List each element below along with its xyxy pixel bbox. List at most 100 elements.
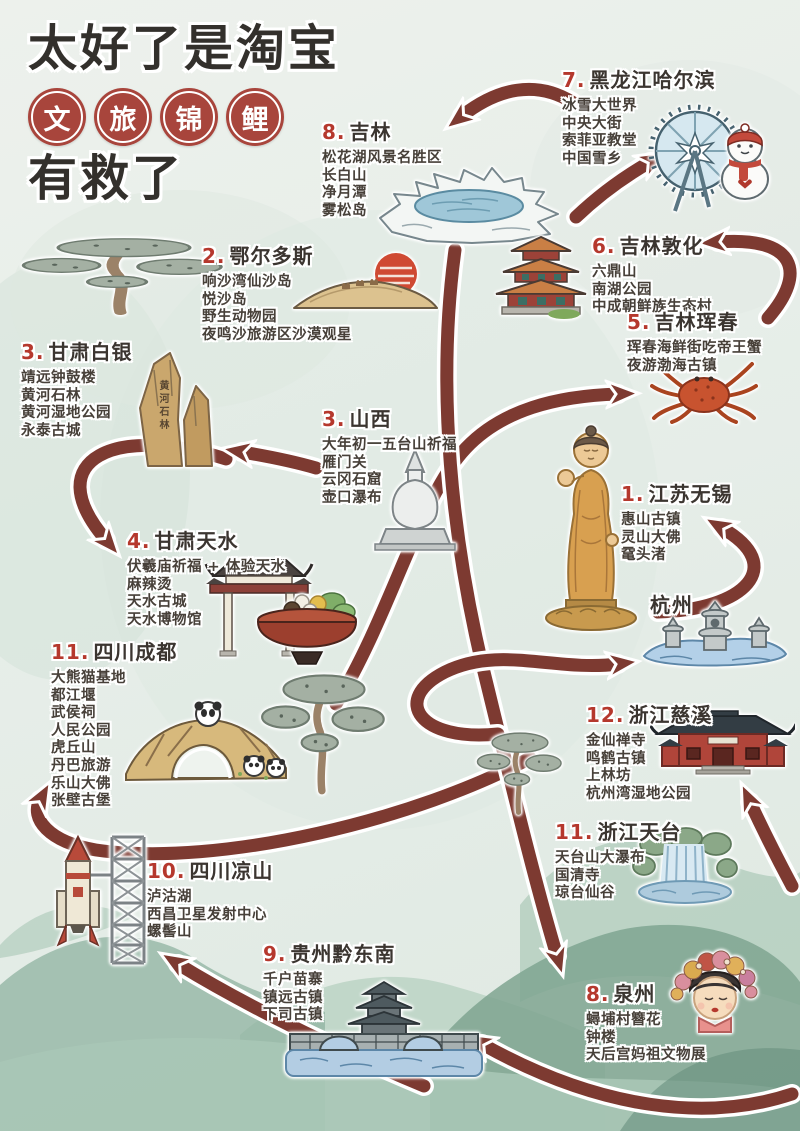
pine-tree-icon: [20, 234, 228, 316]
location-number: 10.: [147, 859, 186, 883]
location-name: 浙江慈溪: [628, 703, 713, 727]
location-title: 1.江苏无锡: [621, 478, 733, 507]
dunhua-temple-tower-icon: [495, 235, 587, 319]
poi: 中国雪乡: [562, 150, 622, 167]
poi: 中成朝鲜族生态村: [592, 299, 712, 316]
location-items: 响沙湾仙沙岛 悦沙岛 野生动物园 夜鸣沙旅游区沙漠观星: [202, 274, 352, 344]
poi: 天台山大瀑布: [555, 850, 645, 866]
poi: 人民公园: [51, 722, 111, 739]
desert-camels-sun-icon: [293, 253, 438, 309]
pine-tree-icon: [476, 726, 564, 818]
fengyu-bridge-icon: [285, 980, 483, 1077]
location-items: 伏羲庙祈福 + 体验天水 麻辣烫 天水古城 天水博物馆: [127, 559, 286, 629]
location-items: 天台山大瀑布 国清寺 琼台仙谷: [555, 850, 681, 903]
wutaishan-stupa-icon: [374, 447, 456, 551]
poi: 净月潭: [322, 185, 367, 202]
stamp-char: 文: [31, 91, 83, 143]
location-name: 黑龙江哈尔滨: [589, 68, 716, 92]
poi: 金仙禅寺: [586, 733, 646, 749]
poster-title-line1: 太好了是淘宝: [28, 20, 341, 77]
poi: 都江堰: [51, 687, 96, 704]
poi: 惠山古镇: [621, 512, 681, 528]
location-number: 9.: [263, 942, 287, 966]
poi: 千户苗寨: [263, 972, 323, 988]
arrow-dunhua-harbin: [566, 162, 650, 227]
tiantai-waterfall-icon: [632, 827, 738, 904]
location-tiantai: 11.浙江天台 天台山大瀑布 国清寺 琼台仙谷: [555, 816, 681, 903]
location-name: 四川凉山: [189, 859, 274, 883]
location-title: 7.黑龙江哈尔滨: [562, 64, 716, 93]
poi: 伏羲庙祈福 + 体验天水: [127, 559, 286, 575]
poi: 壶口瀑布: [322, 489, 382, 506]
poi: 虎丘山: [51, 740, 96, 757]
location-items: 大年初一五台山祈福 雁门关 云冈石窟 壶口瀑布: [322, 437, 457, 507]
location-title: 6.吉林敦化: [592, 230, 712, 259]
location-number: 11.: [51, 640, 90, 664]
location-items: 蟳埔村簪花 钟楼 天后宫妈祖文物展: [586, 1012, 706, 1065]
poi: 鸣鹤古镇: [586, 750, 646, 767]
location-qiandongnan: 9.贵州黔东南 千户苗寨 镇远古镇 下司古镇: [263, 938, 396, 1025]
location-ordos: 2.鄂尔多斯 响沙湾仙沙岛 悦沙岛 野生动物园 夜鸣沙旅游区沙漠观星: [202, 240, 352, 344]
location-title: 11.四川成都: [51, 636, 177, 665]
location-number: 11.: [555, 820, 594, 844]
poi: 乐山大佛: [51, 775, 111, 792]
title-stamps: 文 旅 锦 鲤: [28, 88, 284, 146]
lingshan-buddha-icon: [545, 425, 637, 631]
location-name: 吉林敦化: [619, 234, 704, 258]
poi: 天后宫妈祖文物展: [586, 1047, 706, 1064]
location-name: 吉林: [349, 120, 392, 144]
location-cixi: 12.浙江慈溪 金仙禅寺 鸣鹤古镇 上林坊 杭州湾湿地公园: [586, 699, 712, 803]
arrow-tiantai-cixi: [750, 802, 800, 896]
poi: 武侯祠: [51, 705, 96, 722]
location-shanxi: 3.山西 大年初一五台山祈福 雁门关 云冈石窟 壶口瀑布: [322, 403, 457, 507]
location-number: 8.: [586, 982, 610, 1006]
poi: 张壁古堡: [51, 793, 111, 810]
location-title: 3.山西: [322, 403, 457, 432]
location-title: 8.泉州: [586, 978, 706, 1007]
poi: 响沙湾仙沙岛: [202, 274, 292, 290]
location-title: 5.吉林珲春: [627, 306, 762, 335]
location-harbin: 7.黑龙江哈尔滨 冰雪大世界 中央大街 索菲亚教堂 中国雪乡: [562, 64, 716, 168]
location-items: 泸沽湖 西昌卫星发射中心 螺髻山: [147, 889, 273, 942]
location-title: 9.贵州黔东南: [263, 938, 396, 967]
malatang-bowl-icon: [256, 592, 358, 665]
poi: 大年初一五台山祈福: [322, 437, 457, 453]
location-title: 3.甘肃白银: [21, 336, 133, 365]
poi: 天水博物馆: [127, 611, 202, 628]
cixi-temple-icon: [650, 710, 795, 775]
poi: 靖远钟鼓楼: [21, 370, 96, 386]
poi: 钟楼: [586, 1029, 616, 1046]
location-title: 12.浙江慈溪: [586, 699, 712, 728]
location-name: 泉州: [613, 982, 656, 1006]
arrow-hangzhou-wuxi: [648, 528, 764, 622]
poi: 珲春海鲜街吃帝王蟹: [627, 340, 762, 356]
poi: 中央大街: [562, 115, 622, 132]
location-jilin: 8.吉林 松花湖风景名胜区 长白山 净月潭 雾松岛: [322, 116, 442, 220]
poi: 悦沙岛: [202, 291, 247, 308]
arrow-hunchun-dunhua: [718, 241, 800, 328]
poi: 西昌卫星发射中心: [147, 906, 267, 923]
location-liangshan: 10.四川凉山 泸沽湖 西昌卫星发射中心 螺髻山: [147, 855, 273, 942]
location-items: 千户苗寨 镇远古镇 下司古镇: [263, 972, 396, 1025]
chengdu-panda-bridge-icon: [125, 701, 287, 782]
arrow-to-chengdu: [37, 748, 540, 864]
xichang-rocket-launch-icon: [56, 834, 146, 965]
poi: 雾松岛: [322, 202, 367, 219]
poi: 野生动物园: [202, 309, 277, 326]
stamp-li: 鲤: [226, 88, 284, 146]
location-name: 贵州黔东南: [290, 942, 396, 966]
location-quanzhou: 8.泉州 蟳埔村簪花 钟楼 天后宫妈祖文物展: [586, 978, 706, 1065]
location-name: 甘肃天水: [154, 529, 239, 553]
location-name: 四川成都: [93, 640, 178, 664]
poi: 琼台仙谷: [555, 885, 615, 902]
poi: 冰雪大世界: [562, 98, 637, 114]
location-wuxi: 1.江苏无锡 惠山古镇 灵山大佛 鼋头渚: [621, 478, 733, 565]
xunpu-flower-crown-woman-icon: [670, 950, 758, 1033]
location-name: 甘肃白银: [48, 340, 133, 364]
snowman-icon: [721, 123, 769, 200]
poi: 夜游渤海古镇: [627, 357, 717, 374]
location-name: 江苏无锡: [648, 482, 733, 506]
location-hunchun: 5.吉林珲春 珲春海鲜街吃帝王蟹 夜游渤海古镇: [627, 306, 762, 375]
